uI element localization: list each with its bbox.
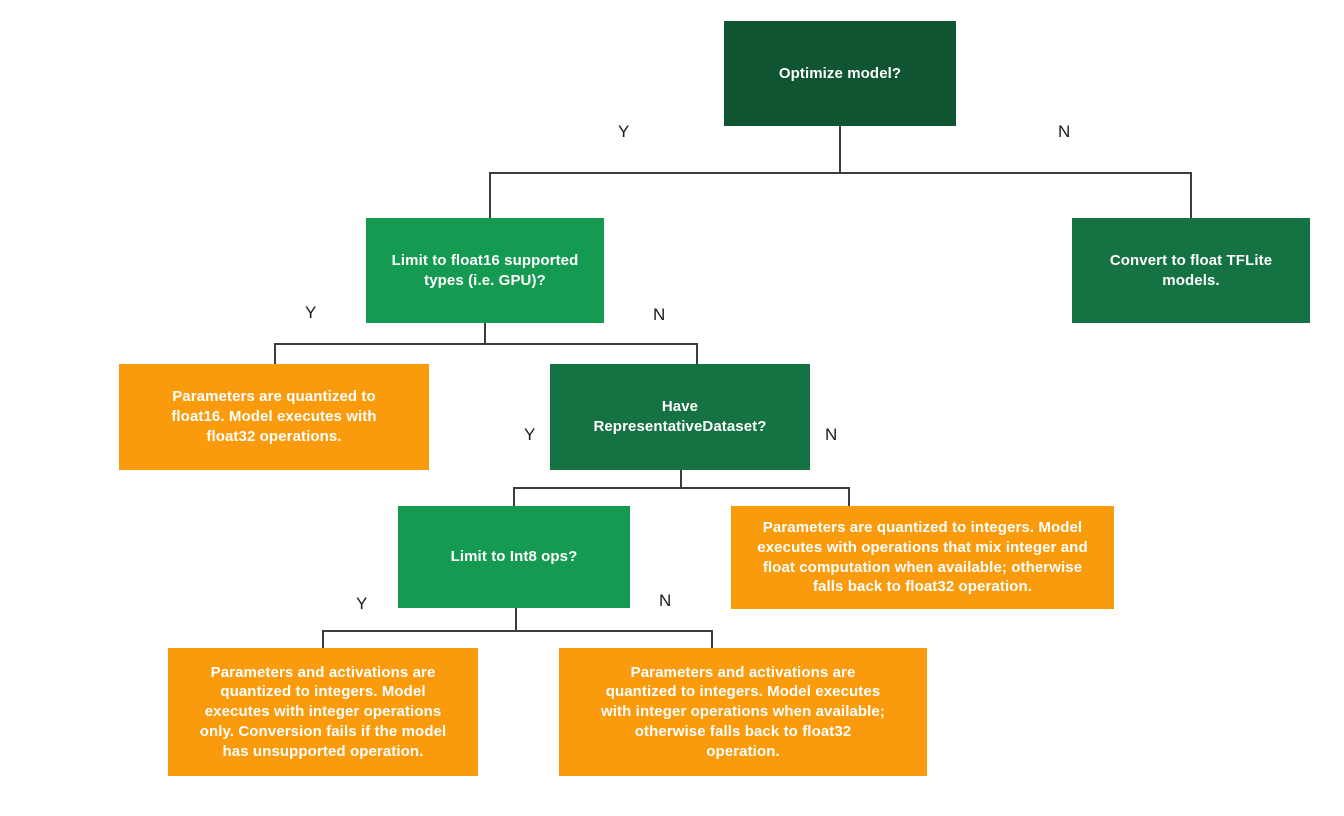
- node-label: Parameters and activations are quantized…: [601, 663, 885, 760]
- node-label: Limit to float16 supported types (i.e. G…: [391, 251, 579, 289]
- edge-label-l1-no: N: [1058, 122, 1071, 141]
- edge-label-l4-yes: Y: [356, 594, 368, 613]
- edge-label-l3-no: N: [825, 425, 838, 444]
- node-have-representative-dataset[interactable]: Have RepresentativeDataset?: [550, 364, 810, 470]
- connector-c4-right: [711, 630, 713, 648]
- connector-c3-right: [848, 487, 850, 506]
- connector-c3-bus: [513, 487, 849, 489]
- connector-c2-left: [274, 343, 276, 364]
- connector-c2-stem: [484, 323, 486, 343]
- node-label: Have RepresentativeDataset?: [593, 398, 767, 435]
- connector-c4-left: [322, 630, 324, 648]
- node-params-float16[interactable]: Parameters are quantized to float16. Mod…: [119, 364, 429, 470]
- edge-label-l2-no: N: [653, 305, 666, 324]
- node-label: Parameters and activations are quantized…: [199, 663, 447, 760]
- connector-c1-stem: [839, 126, 841, 172]
- node-convert-float-tflite[interactable]: Convert to float TFLite models.: [1072, 218, 1310, 323]
- node-params-integers-mixed[interactable]: Parameters are quantized to integers. Mo…: [731, 506, 1114, 609]
- node-limit-float16[interactable]: Limit to float16 supported types (i.e. G…: [366, 218, 604, 323]
- node-limit-int8-ops[interactable]: Limit to Int8 ops?: [398, 506, 630, 608]
- node-label: Limit to Int8 ops?: [450, 548, 578, 566]
- edge-label-l3-yes: Y: [524, 425, 536, 444]
- node-label: Convert to float TFLite models.: [1109, 251, 1273, 289]
- edge-label-l2-yes: Y: [305, 303, 317, 322]
- node-label: Optimize model?: [778, 64, 902, 82]
- node-optimize-model[interactable]: Optimize model?: [724, 21, 956, 126]
- connector-c3-left: [513, 487, 515, 506]
- connector-c1-left: [489, 172, 491, 218]
- node-params-activations-int-only[interactable]: Parameters and activations are quantized…: [168, 648, 478, 776]
- connector-c2-right: [696, 343, 698, 364]
- connector-c4-bus: [322, 630, 712, 632]
- connector-c4-stem: [515, 608, 517, 630]
- connector-c3-stem: [680, 470, 682, 487]
- edge-label-l1-yes: Y: [618, 122, 630, 141]
- connector-c1-bus: [489, 172, 1191, 174]
- node-label: Parameters are quantized to float16. Mod…: [171, 388, 377, 445]
- connector-c2-bus: [274, 343, 697, 345]
- edge-label-l4-no: N: [659, 591, 672, 610]
- node-label: Parameters are quantized to integers. Mo…: [757, 518, 1088, 596]
- connector-c1-right: [1190, 172, 1192, 218]
- node-params-activations-int-fallback[interactable]: Parameters and activations are quantized…: [559, 648, 927, 776]
